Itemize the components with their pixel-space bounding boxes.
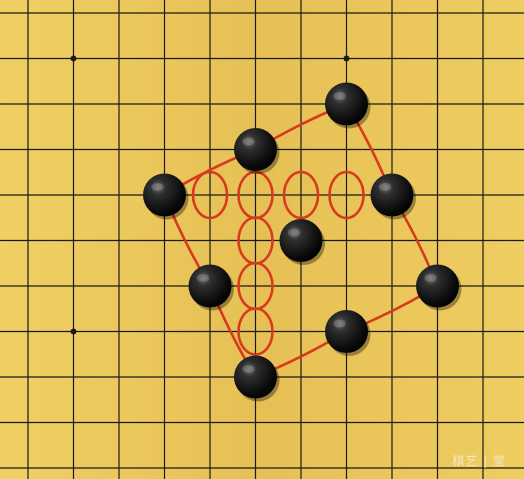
- stone-highlight: [333, 319, 346, 328]
- star-point: [70, 55, 77, 62]
- stone-body: [325, 82, 368, 126]
- black-stone[interactable]: [234, 128, 280, 174]
- stone-body: [370, 173, 414, 217]
- eye-marker: [282, 170, 320, 220]
- black-stone[interactable]: [325, 310, 371, 356]
- eye-marker: [237, 307, 274, 356]
- black-stone[interactable]: [234, 355, 280, 402]
- stone-body: [143, 173, 186, 217]
- stone-body: [234, 355, 277, 399]
- black-stone[interactable]: [143, 173, 189, 220]
- star-point: [70, 328, 77, 335]
- star-point: [343, 55, 350, 62]
- black-stones: [143, 82, 462, 402]
- black-stone[interactable]: [370, 173, 417, 220]
- stone-highlight: [424, 274, 437, 282]
- stone-highlight: [197, 274, 209, 282]
- eye-markers: [191, 170, 365, 356]
- watermark-text: 棋艺 | 堂: [452, 454, 506, 468]
- black-stone[interactable]: [188, 264, 235, 311]
- star-points: [70, 55, 350, 335]
- stone-body: [325, 310, 368, 353]
- stone-highlight: [288, 228, 300, 237]
- stone-body: [234, 128, 277, 171]
- black-stone[interactable]: [279, 219, 326, 265]
- eye-marker: [191, 170, 229, 220]
- stone-highlight: [379, 183, 391, 191]
- stone-highlight: [151, 183, 164, 191]
- eye-marker: [328, 170, 365, 220]
- stone-body: [188, 264, 232, 308]
- stone-body: [279, 219, 323, 262]
- stone-body: [416, 264, 459, 308]
- stone-highlight: [242, 365, 255, 373]
- black-stone[interactable]: [416, 264, 462, 311]
- stone-highlight: [333, 92, 346, 100]
- stone-highlight: [242, 137, 255, 146]
- black-stone[interactable]: [325, 82, 371, 129]
